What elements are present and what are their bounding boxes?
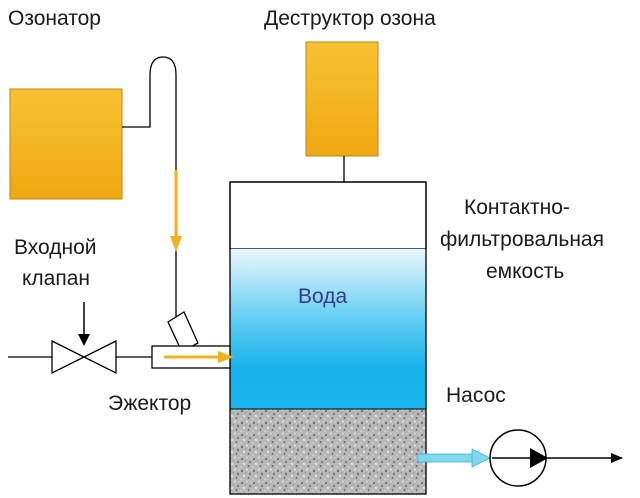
tank-air-space: [229, 181, 427, 250]
ozonator-label: Озонатор: [8, 7, 101, 30]
ozone-destructor-unit: [305, 41, 379, 157]
tank-water: [229, 248, 427, 410]
pump-label: Насос: [446, 384, 506, 407]
valve-label-line2: клапан: [22, 267, 90, 290]
valve-actuator-arrow-icon: [78, 334, 90, 346]
tank-filter-bed: [229, 408, 427, 495]
tank-outline: [229, 181, 427, 495]
ejector-label: Эжектор: [108, 392, 191, 415]
ejector-flow-arrow-head: [218, 351, 234, 363]
ozonator-unit: [9, 88, 123, 200]
destructor-label: Деструктор озона: [264, 7, 436, 30]
tank-label-line2: фильтровальная: [440, 228, 604, 251]
ejector-inlet-nozzle: [167, 311, 199, 353]
pump-inner-arrow-icon: [530, 448, 548, 468]
tank-label-line1: Контактно-: [464, 196, 570, 219]
tank-label-line3: емкость: [486, 260, 564, 283]
water-label: Вода: [298, 285, 347, 308]
valve-label-line1: Входной: [14, 236, 97, 259]
outlet-flow-arrow-head: [471, 448, 491, 468]
outlet-flow-arrow-shaft: [417, 453, 475, 463]
ozone-supply-tube: [122, 56, 177, 318]
ozone-flow-arrow-head: [170, 236, 182, 252]
